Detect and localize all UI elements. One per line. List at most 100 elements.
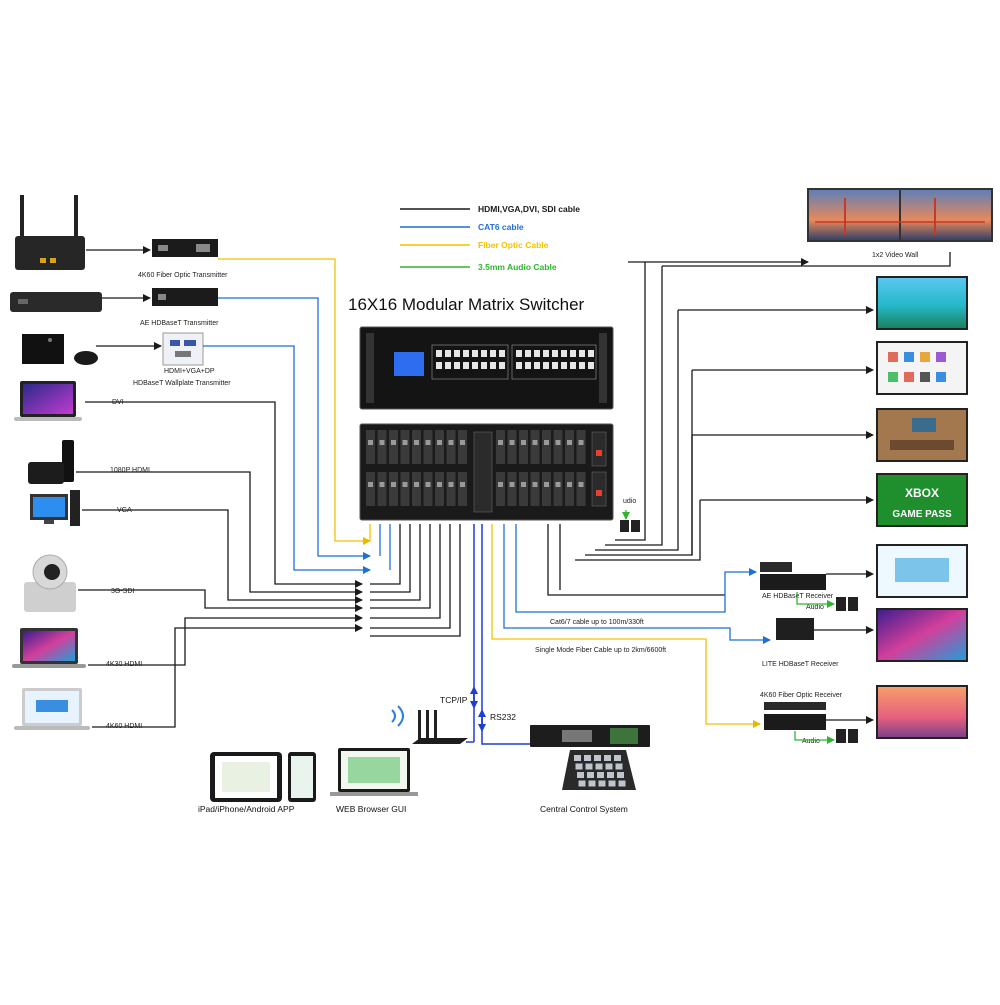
input-port — [379, 482, 385, 487]
output-card — [507, 430, 517, 464]
tv-icon — [876, 408, 968, 462]
output-button — [588, 350, 594, 357]
input-card — [400, 430, 410, 464]
central-label: Central Control System — [540, 804, 628, 814]
input-port — [448, 482, 454, 487]
wallplate-transmitter-device — [162, 332, 204, 366]
input-port — [425, 440, 431, 445]
input-port — [425, 482, 431, 487]
fiber-receiver-device — [764, 702, 826, 730]
output-card — [530, 430, 540, 464]
laptop-icon — [14, 688, 90, 730]
ptz-camera-icon — [24, 554, 76, 612]
fiber-note: Single Mode Fiber Cable up to 2km/6600ft — [535, 647, 666, 654]
output-port — [509, 482, 515, 487]
input-card — [389, 430, 398, 464]
output-card — [542, 430, 551, 464]
input-card — [423, 472, 433, 506]
output-card — [496, 472, 505, 506]
output-card — [553, 430, 563, 464]
output-button — [561, 350, 567, 357]
speaker-icon — [836, 597, 858, 611]
video-wall-label: 1x2 Video Wall — [872, 252, 919, 259]
game-pass-text: GAME PASS — [892, 509, 952, 520]
output-card — [576, 472, 586, 506]
input-cables — [76, 246, 461, 728]
input-port — [437, 482, 442, 487]
xbox-text: XBOX — [905, 486, 939, 500]
keypad-key — [604, 755, 611, 761]
audio-short-label: udio — [623, 498, 636, 505]
router-icon — [15, 195, 85, 270]
output-card — [565, 430, 574, 464]
output-card — [565, 472, 574, 506]
keypad-key — [618, 780, 626, 787]
input-card — [458, 472, 467, 506]
input-port — [391, 440, 396, 445]
keypad-key — [598, 780, 606, 787]
fiber-transmitter-label: 4K60 Fiber Optic Transmitter — [138, 272, 228, 279]
legend-cat6: CAT6 cable — [478, 222, 524, 232]
input-card — [435, 472, 444, 506]
legend-hdmi: HDMI,VGA,DVI, SDI cable — [478, 204, 580, 214]
output-button — [525, 350, 531, 357]
input-button — [463, 362, 469, 369]
output-port — [498, 440, 503, 445]
lite-receiver-label: LITE HDBaseT Receiver — [762, 661, 839, 668]
ae-transmitter-label: AE HDBaseT Transmitter — [140, 320, 219, 327]
output-card — [576, 430, 586, 464]
tv-icon — [876, 276, 968, 330]
input-card — [435, 430, 444, 464]
output-button — [570, 362, 576, 369]
ae-transmitter-device — [152, 288, 218, 306]
keypad-key — [597, 772, 604, 778]
output-card — [519, 472, 528, 506]
ae-receiver-label: AE HDBaseT Receiver — [762, 593, 834, 600]
output-card — [507, 472, 517, 506]
output-button — [543, 362, 549, 369]
output-port — [521, 482, 526, 487]
legend-fiber: Fiber Optic Cable — [478, 240, 549, 250]
output-card — [496, 430, 505, 464]
keypad-icon — [562, 750, 636, 790]
phone-icon — [288, 752, 316, 802]
output-button — [570, 350, 576, 357]
input-card — [458, 430, 467, 464]
input-card — [377, 430, 387, 464]
output-button — [552, 362, 558, 369]
output-card — [519, 430, 528, 464]
output-button — [534, 350, 540, 357]
tv-icon — [876, 544, 968, 598]
input-button — [490, 362, 496, 369]
input-card — [412, 472, 421, 506]
wallplate-ports-label: HDMI+VGA+DP — [164, 368, 215, 375]
output-button — [588, 362, 594, 369]
legend-audio: 3.5mm Audio Cable — [478, 262, 557, 272]
input-port — [460, 440, 465, 445]
input-card — [366, 430, 375, 464]
apple-tv-icon — [28, 440, 74, 484]
blu-ray-player-icon — [10, 292, 102, 312]
output-button — [525, 362, 531, 369]
input-card — [377, 472, 387, 506]
output-port — [509, 440, 515, 445]
input-port — [414, 482, 419, 487]
output-button — [561, 362, 567, 369]
output-port — [532, 440, 538, 445]
output-button — [552, 350, 558, 357]
output-button — [579, 350, 585, 357]
keypad-key — [584, 755, 591, 761]
output-port — [555, 482, 561, 487]
ae-receiver-device — [760, 562, 826, 590]
keypad-key — [595, 763, 603, 770]
keypad-key — [608, 780, 616, 787]
input-port — [402, 482, 408, 487]
keypad-key — [605, 763, 613, 770]
hdmi1080-label: 1080P HDMI — [110, 467, 150, 474]
input-button — [499, 350, 505, 357]
input-button — [445, 362, 451, 369]
wallplate-transmitter-label: HDBaseT Wallplate Transmitter — [133, 380, 231, 387]
output-port — [567, 440, 572, 445]
keypad-key — [574, 755, 581, 761]
